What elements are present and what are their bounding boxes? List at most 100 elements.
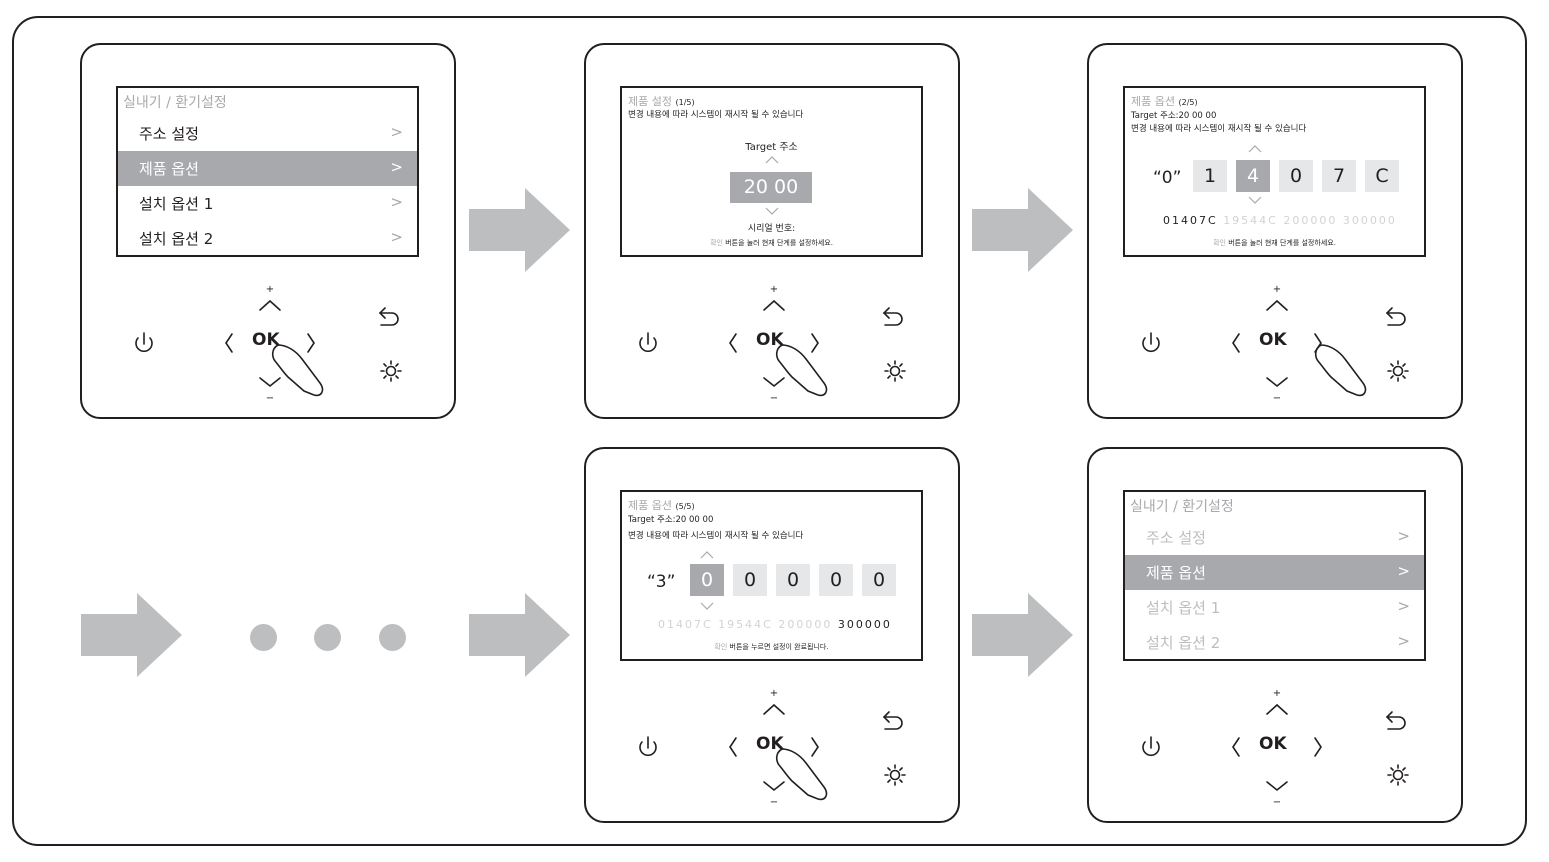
power-icon (135, 337, 153, 353)
option-index: “3” (647, 572, 676, 592)
up-button-icon (763, 299, 785, 311)
down-button-icon (1266, 781, 1288, 792)
target-label: Target 주소 (745, 142, 798, 153)
chevron-down-icon (700, 602, 714, 610)
hint-text: 확인 버튼을 누르면 설정이 완료됩니다. (714, 643, 829, 651)
gear-icon (889, 769, 901, 781)
ok-button[interactable]: OK (1259, 330, 1287, 350)
left-button-icon (225, 333, 233, 353)
up-button-icon (259, 299, 281, 311)
power-icon (639, 741, 657, 757)
flow-arrow-right-icon (972, 188, 1073, 272)
plus-label: + (770, 688, 778, 699)
gear-icon (1392, 365, 1404, 377)
ellipsis-dot (379, 624, 406, 651)
ok-button[interactable]: OK (1259, 734, 1287, 754)
digit-4[interactable]: 0 (819, 564, 853, 596)
right-button-icon (1314, 737, 1322, 757)
down-button-icon (763, 781, 785, 792)
menu-item-install-option-1[interactable]: 설치 옵션 1> (139, 193, 403, 213)
menu-item-product-option[interactable]: 제품 옵션> (118, 151, 417, 186)
gear-icon (385, 365, 397, 377)
flow-arrow-right-icon (81, 593, 182, 677)
minus-label: − (770, 797, 778, 808)
serial-label: 시리얼 번호: (747, 224, 796, 234)
chevron-right-icon: > (1397, 597, 1410, 615)
hand-pointer-icon (271, 344, 324, 397)
minus-label: − (770, 393, 778, 404)
power-icon (639, 337, 657, 353)
digit-5[interactable]: 0 (862, 564, 896, 596)
hand-pointer-icon (1314, 344, 1367, 397)
minus-label: − (1273, 797, 1281, 808)
menu-item-install-option-1[interactable]: 설치 옵션 1> (1146, 597, 1410, 617)
option-codes: 01407C 19544C 200000 300000 (1163, 214, 1397, 227)
menu-item-address[interactable]: 주소 설정> (139, 123, 403, 143)
digit-2[interactable]: 0 (733, 564, 767, 596)
option-index: “0” (1153, 168, 1182, 188)
right-button-icon (307, 333, 315, 353)
digit-1[interactable]: 1 (1193, 160, 1227, 192)
menu-screen: 실내기 / 환기설정 주소 설정> 제품 옵션> 설치 옵션 1> 설치 옵션 … (116, 86, 419, 257)
chevron-down-icon (765, 207, 779, 215)
menu-item-install-option-2[interactable]: 설치 옵션 2> (1146, 632, 1410, 652)
chevron-right-icon: > (1397, 527, 1410, 545)
product-setting-screen: 제품 설정 (1/5) 변경 내용에 따라 시스템이 재시작 될 수 있습니다 … (620, 86, 923, 257)
digit-5[interactable]: C (1365, 160, 1399, 192)
chevron-right-icon: > (390, 123, 403, 141)
ok-button[interactable]: OK (756, 734, 784, 754)
flow-arrow-right-icon (469, 188, 570, 272)
down-button-icon (1266, 377, 1288, 388)
chevron-right-icon: > (390, 228, 403, 246)
plus-label: + (1273, 284, 1281, 295)
device-step-4: 제품 옵션 (5/5) Target 주소:20 00 00 변경 내용에 따라… (584, 447, 960, 823)
control-panel: + − (135, 284, 402, 404)
ok-button[interactable]: OK (252, 330, 280, 350)
product-option-screen-5: 제품 옵션 (5/5) Target 주소:20 00 00 변경 내용에 따라… (620, 490, 923, 661)
gear-icon (1392, 769, 1404, 781)
digit-3[interactable]: 0 (1279, 160, 1313, 192)
control-panel: + − (639, 284, 906, 404)
menu-screen-final: 실내기 / 환기설정 주소 설정> 제품 옵션> 설치 옵션 1> 설치 옵션 … (1123, 490, 1426, 661)
chevron-right-icon: > (1397, 632, 1410, 650)
chevron-up-icon (700, 551, 714, 559)
device-step-2: 제품 설정 (1/5) 변경 내용에 따라 시스템이 재시작 될 수 있습니다 … (584, 43, 960, 419)
left-button-icon (1232, 737, 1240, 757)
menu-title: 실내기 / 환기설정 (1130, 499, 1234, 515)
warning-text: 변경 내용에 따라 시스템이 재시작 될 수 있습니다 (628, 110, 804, 120)
menu-item-address[interactable]: 주소 설정> (1146, 527, 1410, 547)
flow-arrow-right-icon (972, 593, 1073, 677)
up-button-icon (1266, 299, 1288, 311)
screen-title: 제품 설정 (1/5) (628, 95, 695, 108)
right-button-icon (811, 737, 819, 757)
plus-label: + (266, 284, 274, 295)
ok-button[interactable]: OK (756, 330, 784, 350)
plus-label: + (770, 284, 778, 295)
control-panel: + − (1142, 688, 1409, 808)
left-button-icon (1232, 333, 1240, 353)
device-step-5: 실내기 / 환기설정 주소 설정> 제품 옵션> 설치 옵션 1> 설치 옵션 … (1087, 447, 1463, 823)
menu-item-product-option[interactable]: 제품 옵션> (1125, 555, 1424, 590)
hint-text: 확인 버튼을 눌러 현재 단계를 설정하세요. (710, 239, 833, 247)
digit-2[interactable]: 4 (1236, 160, 1270, 192)
hand-pointer-icon (775, 748, 828, 801)
menu-item-install-option-2[interactable]: 설치 옵션 2> (139, 228, 403, 248)
digit-1[interactable]: 0 (690, 564, 724, 596)
left-button-icon (729, 737, 737, 757)
menu-title: 실내기 / 환기설정 (123, 95, 227, 111)
right-button-icon (811, 333, 819, 353)
warning-text: 변경 내용에 따라 시스템이 재시작 될 수 있습니다 (628, 531, 804, 541)
digit-3[interactable]: 0 (776, 564, 810, 596)
flow-arrow-right-icon (469, 593, 570, 677)
chevron-up-icon (1248, 145, 1262, 153)
diagram-frame (12, 16, 1527, 846)
gear-icon (889, 365, 901, 377)
product-option-screen-2: 제품 옵션 (2/5) Target 주소:20 00 00 변경 내용에 따라… (1123, 86, 1426, 257)
address-value[interactable]: 20 00 00 (730, 172, 812, 229)
ellipsis-dot (250, 624, 277, 651)
control-panel: + − (1142, 284, 1409, 404)
power-icon (1142, 741, 1160, 757)
up-button-icon (763, 703, 785, 715)
up-button-icon (1266, 703, 1288, 715)
digit-4[interactable]: 7 (1322, 160, 1356, 192)
